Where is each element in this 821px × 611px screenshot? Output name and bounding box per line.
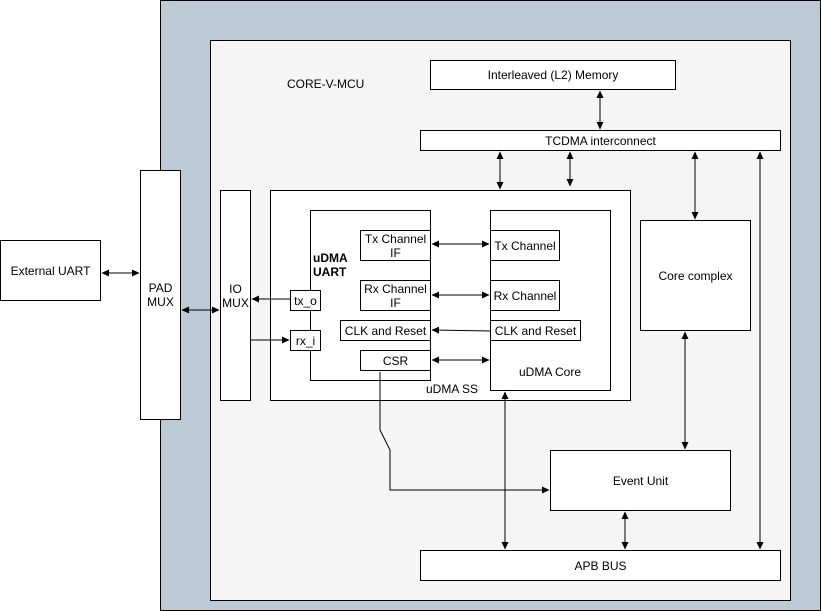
clk-reset-uart-block: CLK and Reset xyxy=(340,320,431,341)
tx-channel-block: Tx Channel xyxy=(490,230,560,261)
rx-channel-if-label: Rx Channel IF xyxy=(364,281,427,310)
clk-reset-uart-label: CLK and Reset xyxy=(344,323,427,338)
rx-i-port: rx_i xyxy=(290,330,321,351)
csr-block: CSR xyxy=(360,350,431,371)
event-unit-block: Event Unit xyxy=(550,450,731,511)
tx-o-port: tx_o xyxy=(290,290,321,311)
tx-channel-if-label: Tx Channel IF xyxy=(364,231,427,260)
tx-o-label: tx_o xyxy=(294,293,317,308)
l2-memory-block: Interleaved (L2) Memory xyxy=(430,60,676,90)
external-uart-label: External UART xyxy=(10,263,91,278)
external-uart-block: External UART xyxy=(0,240,101,301)
udma-core-label: uDMA Core xyxy=(519,365,582,379)
rx-i-label: rx_i xyxy=(295,333,316,348)
apb-bus-label: APB BUS xyxy=(574,558,627,573)
tx-channel-label: Tx Channel xyxy=(494,238,556,253)
csr-label: CSR xyxy=(382,353,409,368)
event-unit-label: Event Unit xyxy=(612,473,669,488)
pad-mux-label: PAD MUX xyxy=(147,281,174,309)
io-mux-block: IO MUX xyxy=(220,190,251,401)
l2-memory-label: Interleaved (L2) Memory xyxy=(487,68,619,82)
tcdma-interconnect-block: TCDMA interconnect xyxy=(420,130,781,151)
clk-reset-core-label: CLK and Reset xyxy=(494,323,577,338)
udma-uart-label: uDMA UART xyxy=(313,251,348,279)
core-complex-block: Core complex xyxy=(640,220,751,331)
apb-bus-block: APB BUS xyxy=(420,550,781,581)
rx-channel-block: Rx Channel xyxy=(490,280,560,311)
core-complex-label: Core complex xyxy=(658,268,733,283)
io-mux-label: IO MUX xyxy=(222,281,249,310)
core-v-mcu-label: CORE-V-MCU xyxy=(287,77,365,91)
clk-reset-core-block: CLK and Reset xyxy=(490,320,581,341)
rx-channel-label: Rx Channel xyxy=(493,288,557,303)
tcdma-interconnect-label: TCDMA interconnect xyxy=(545,133,656,148)
tx-channel-if-block: Tx Channel IF xyxy=(360,230,431,261)
rx-channel-if-block: Rx Channel IF xyxy=(360,280,431,311)
pad-mux-block: PAD MUX xyxy=(140,170,181,420)
udma-ss-label: uDMA SS xyxy=(426,382,479,396)
